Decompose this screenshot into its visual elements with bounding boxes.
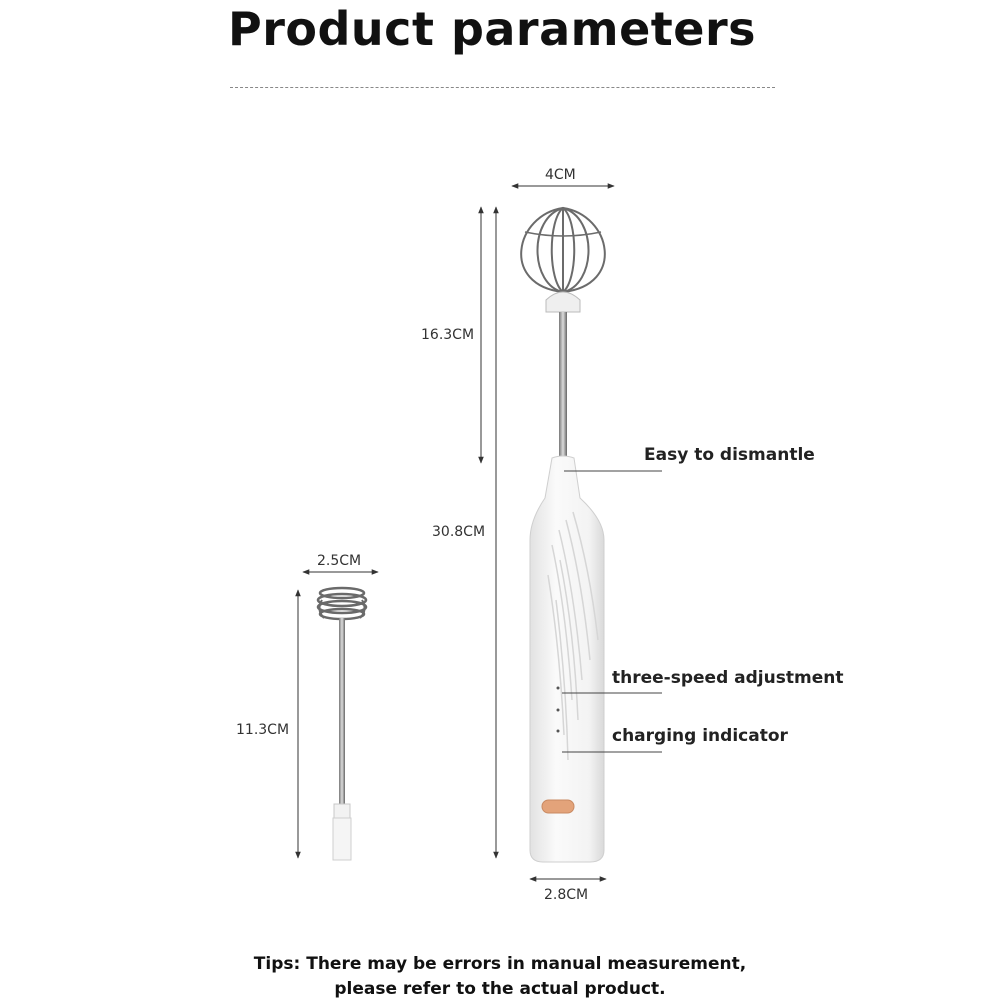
frother-handle: [529, 455, 605, 863]
power-button: [541, 799, 575, 814]
whisk-width-label: 4CM: [545, 167, 576, 183]
callout-charging: charging indicator: [612, 726, 788, 746]
total-height-label: 30.8CM: [432, 524, 486, 540]
spring-whisk-connector: [332, 803, 352, 861]
callout-dismantle: Easy to dismantle: [644, 445, 815, 465]
spring-whisk-rod: [339, 618, 345, 804]
tips-note: Tips: There may be errors in manual meas…: [0, 952, 1000, 1002]
tips-line-1: Tips: There may be errors in manual meas…: [253, 954, 747, 974]
spring-whisk-head: [316, 586, 368, 621]
speed-indicator-dots: [556, 686, 560, 733]
whisk-height-label: 16.3CM: [421, 327, 475, 343]
spring-width-label: 2.5CM: [317, 553, 362, 569]
whisk-rod: [559, 312, 567, 462]
whisk-collar: [545, 291, 581, 313]
callout-speed: three-speed adjustment: [612, 668, 844, 688]
handle-width-label: 2.8CM: [544, 887, 589, 903]
spring-height-label: 11.3CM: [236, 722, 290, 738]
page-title: Product parameters: [228, 2, 757, 56]
title-divider: [230, 87, 775, 88]
balloon-whisk-head: [520, 206, 606, 294]
handle-grip-ridges: [547, 511, 599, 761]
tips-line-2: please refer to the actual product.: [334, 979, 666, 999]
